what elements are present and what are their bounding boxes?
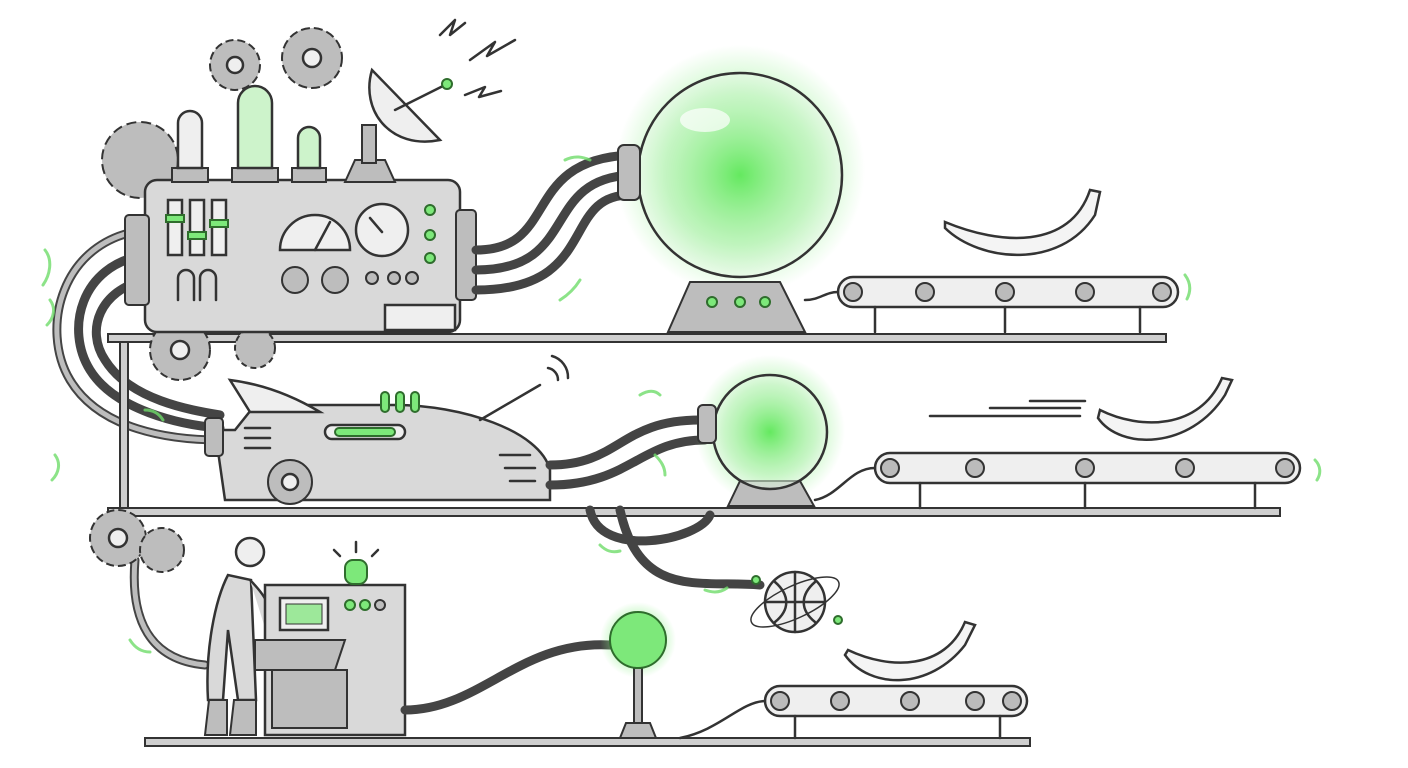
glowing-globe-large — [615, 45, 865, 333]
banana-top — [943, 188, 1102, 257]
operator-person — [203, 536, 272, 736]
vehicle-machine — [204, 354, 570, 505]
cables-top — [471, 150, 635, 295]
conveyor-belt-bottom — [678, 684, 1029, 740]
control-console — [254, 540, 407, 737]
support-post — [119, 337, 129, 514]
banana-bottom — [843, 620, 977, 682]
atom-globe-icon — [750, 570, 843, 634]
conveyor-belt-middle — [813, 451, 1302, 510]
banana-middle — [1096, 376, 1234, 441]
shelf-bottom — [144, 737, 1031, 747]
cables-middle — [545, 415, 765, 590]
control-machine — [124, 18, 517, 334]
conveyor-belt-top — [803, 275, 1180, 334]
left-cables — [52, 225, 225, 670]
green-motion-wisps — [41, 155, 1322, 654]
green-ball-lever — [600, 602, 676, 739]
glowing-globe-medium — [695, 355, 845, 507]
shelf-middle — [107, 507, 1281, 517]
shelf-top — [107, 333, 1167, 343]
speed-lines — [928, 399, 1087, 418]
gear-icon-cluster — [89, 27, 343, 573]
cable-bottom — [400, 640, 615, 715]
